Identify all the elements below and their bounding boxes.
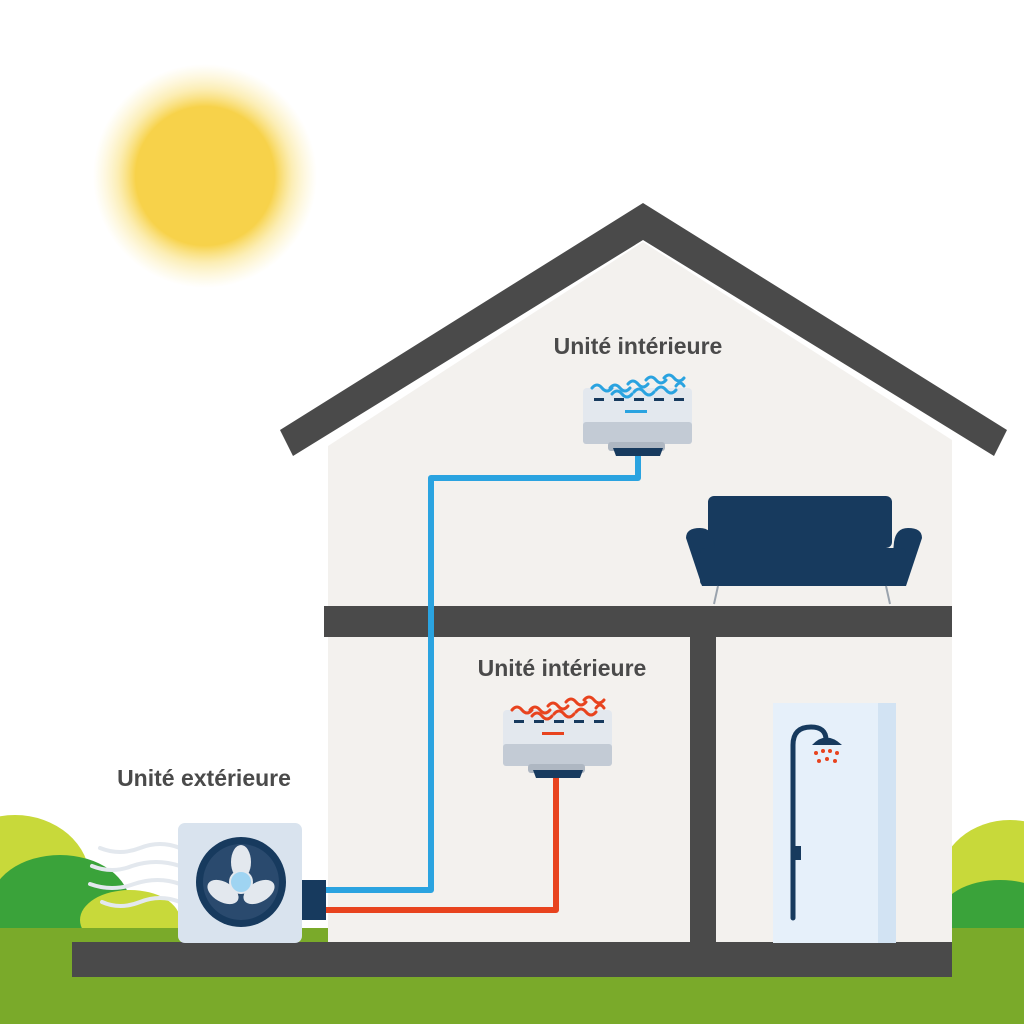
wind-icon bbox=[88, 842, 182, 908]
sofa-icon bbox=[686, 496, 922, 605]
sun-icon bbox=[93, 64, 317, 288]
warm-airflow-icon bbox=[510, 695, 606, 721]
cold-airflow-icon bbox=[590, 373, 686, 399]
indoor-unit-bottom-label: Unité intérieure bbox=[478, 655, 647, 681]
outdoor-unit bbox=[178, 823, 326, 943]
outdoor-unit-label: Unité extérieure bbox=[117, 765, 291, 791]
indoor-unit-bottom bbox=[503, 695, 612, 778]
foundation bbox=[72, 942, 952, 977]
floor-slab bbox=[324, 606, 952, 637]
fan-icon bbox=[196, 837, 286, 927]
indoor-unit-top bbox=[583, 373, 692, 456]
cold-pipe bbox=[318, 455, 641, 893]
indoor-unit-top-label: Unité intérieure bbox=[554, 333, 723, 359]
shower-icon bbox=[773, 703, 896, 943]
hot-pipe bbox=[318, 775, 559, 913]
interior-wall bbox=[690, 637, 716, 947]
